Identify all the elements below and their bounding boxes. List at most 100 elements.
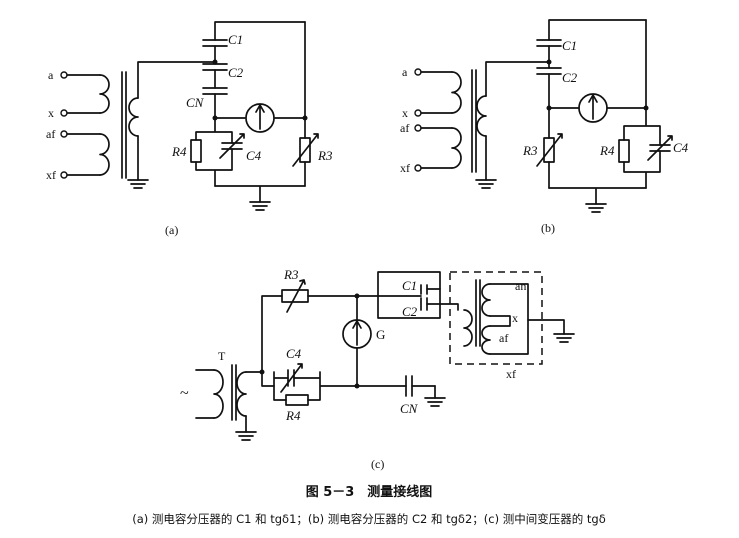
diagram-c: ~ T R3 C1 C2 an x af xf: [180, 267, 575, 471]
wire: [527, 319, 565, 335]
ground-icon: [553, 333, 575, 343]
galvanometer-leads: [548, 19, 647, 109]
r4-c4-network: [195, 117, 233, 187]
terminal-a: [414, 68, 422, 76]
c1-c2-box: [377, 271, 441, 319]
terminal-a-label: a: [402, 65, 408, 79]
diagram-b: a x af xf C1 C2 R3 R4 C4: [400, 19, 689, 235]
c4-variable-capacitor-icon: [647, 135, 673, 161]
ground-icon: [249, 201, 271, 211]
c4-label: C4: [286, 346, 302, 361]
cn-label: CN: [400, 401, 419, 416]
galvanometer-leads: [214, 21, 306, 119]
top-rail: [214, 21, 306, 41]
ground-icon: [127, 179, 149, 189]
r4-resistor-icon: [285, 394, 309, 406]
terminal-af-label: af: [400, 121, 409, 135]
r4-resistor-icon: [190, 139, 202, 163]
ground-icon: [475, 179, 497, 189]
terminal-af: [414, 124, 422, 132]
secondary-winding-icon: [476, 95, 487, 137]
terminal-a-label: a: [48, 68, 54, 82]
terminal-af: [60, 130, 68, 138]
x-label: x: [512, 311, 518, 325]
transformer-core: [121, 71, 127, 179]
c4-variable-capacitor-icon: [280, 363, 303, 393]
af-label: af: [499, 331, 508, 345]
galvanometer-icon: [578, 93, 608, 123]
terminal-xf: [60, 171, 68, 179]
ground-icon: [424, 397, 446, 407]
terminal-xf-label: xf: [400, 161, 410, 175]
diagram-a: a x af xf C1 C2 CN: [46, 21, 333, 237]
secondary-leads: [245, 295, 283, 433]
terminal-x-label: x: [402, 106, 408, 120]
source-leads: [195, 369, 215, 419]
secondary-winding-icon: [128, 97, 139, 137]
figure-description: (a) 测电容分压器的 C1 和 tgδ1；(b) 测电容分压器的 C2 和 t…: [132, 512, 606, 526]
c1-label: C1: [228, 32, 243, 47]
c2-capacitor-icon: [202, 63, 228, 71]
c2-capacitor-icon: [536, 67, 562, 75]
sublabel-b: (b): [541, 221, 555, 235]
r3-variable-arrow: [286, 279, 306, 313]
transformer-core: [475, 279, 481, 347]
galvanometer-arrow: [255, 104, 265, 130]
sublabel-a: (a): [165, 223, 178, 237]
an-label: an: [515, 279, 526, 293]
terminal-xf-label: xf: [46, 168, 56, 182]
c1-capacitor-icon: [202, 39, 228, 47]
c2-label: C2: [562, 70, 578, 85]
galvanometer-arrow: [352, 320, 362, 346]
c1-label: C1: [562, 38, 577, 53]
r4-resistor-icon: [618, 139, 630, 163]
test-winding-icon: [463, 309, 473, 347]
transformer-under-test-box: [449, 271, 543, 365]
xf-label: xf: [506, 367, 516, 381]
bottom-rail: [548, 187, 647, 205]
r4-label: R4: [599, 143, 615, 158]
c4-variable-capacitor-icon: [219, 133, 245, 159]
figure-title: 图 5－3 测量接线图: [306, 484, 433, 500]
bottom-rail: [214, 185, 306, 203]
r3-label: R3: [283, 267, 299, 282]
c4-label: C4: [673, 140, 689, 155]
secondary-leads: [137, 61, 216, 181]
galvanometer-arrow: [588, 94, 598, 120]
c2-capacitor-icon: [420, 297, 428, 311]
r3-variable-arrow: [292, 133, 319, 167]
r3-resistor-icon: [543, 137, 555, 163]
terminal-xf: [414, 164, 422, 172]
secondary-windings-icon: [481, 283, 491, 355]
transformer-label: T: [218, 349, 226, 363]
cn-label: CN: [186, 95, 205, 110]
r3-variable-arrow: [536, 133, 563, 167]
terminal-x-label: x: [48, 106, 54, 120]
c1-capacitor-icon: [420, 284, 428, 295]
c1-capacitor-icon: [536, 39, 562, 47]
aux-winding-icon: [99, 133, 110, 176]
terminal-leads: [420, 71, 453, 169]
sublabel-c: (c): [371, 457, 384, 471]
c4-r4-network: [273, 371, 436, 401]
top-rail: [548, 19, 647, 41]
galvanometer-icon: [342, 319, 372, 349]
c4-label: C4: [246, 148, 262, 163]
wire: [439, 303, 459, 311]
cn-capacitor-icon: [202, 87, 228, 95]
terminal-leads: [66, 74, 101, 176]
galvanometer-label: G: [376, 327, 385, 342]
r3-label: R3: [522, 143, 538, 158]
c1-label: C1: [402, 278, 417, 293]
primary-winding-icon: [451, 71, 462, 114]
r4-label: R4: [171, 144, 187, 159]
ac-source-symbol: ~: [180, 385, 189, 402]
primary-winding-icon: [213, 369, 224, 419]
cn-capacitor-icon: [405, 375, 413, 397]
ground-icon: [585, 203, 607, 213]
secondary-winding-icon: [236, 371, 247, 417]
ground-icon: [235, 431, 257, 441]
wire: [261, 371, 275, 387]
